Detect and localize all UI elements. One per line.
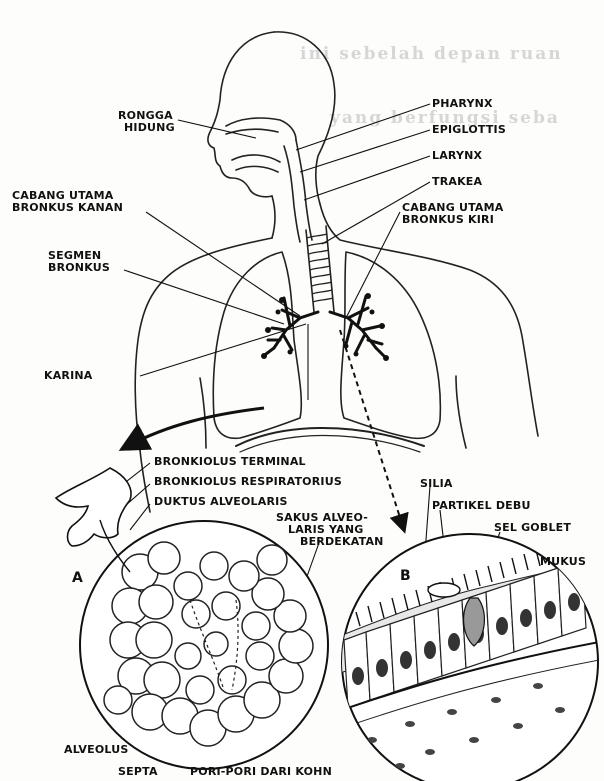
label-bronkiolus-terminal: BRONKIOLUS TERMINAL (154, 456, 306, 468)
label-sel-goblet: SEL GOBLET (494, 522, 571, 534)
head-outline (208, 32, 274, 197)
label-alveolus: ALVEOLUS (64, 744, 128, 756)
label-silia: SILIA (420, 478, 453, 490)
label-karina: KARINA (44, 370, 93, 382)
label-segmen-2: BRONKUS (48, 262, 110, 274)
label-duktus-alveolaris: DUKTUS ALVEOLARIS (154, 496, 288, 508)
label-partikel-debu: PARTIKEL DEBU (432, 500, 531, 512)
label-mukus: MUKUS (540, 556, 586, 568)
label-larynx: LARYNX (432, 150, 482, 162)
neck-left (272, 196, 275, 238)
label-pori-kohn: PORI-PORI DARI KOHN (190, 766, 332, 778)
pharynx-tube (296, 140, 312, 240)
label-rongga-hidung-2: HIDUNG (124, 122, 175, 134)
label-pharynx: PHARYNX (432, 98, 493, 110)
label-septa: SEPTA (118, 766, 158, 778)
dust-particle (428, 583, 460, 597)
trachea-left (306, 230, 314, 312)
right-lung (341, 252, 441, 438)
arm-left (140, 450, 150, 512)
trachea-rings (307, 234, 333, 302)
label-cabang-kanan-2: BRONKUS KANAN (12, 202, 123, 214)
label-sakus-3: BERDEKATAN (300, 536, 384, 548)
arm-right-inner (456, 376, 466, 448)
back-of-head (274, 32, 335, 204)
label-epiglottis: EPIGLOTTIS (432, 124, 506, 136)
label-panel-a: A (72, 572, 83, 584)
terminal-bronchiole (56, 468, 131, 546)
shoulder-right (320, 204, 538, 436)
mouth (232, 155, 280, 162)
arm-left-inner (200, 378, 206, 448)
label-bronkiolus-respiratorius: BRONKIOLUS RESPIRATORIUS (154, 476, 342, 488)
label-cabang-kiri-2: BRONKUS KIRI (402, 214, 494, 226)
bronchial-tree-right (330, 296, 384, 356)
label-panel-b: B (400, 570, 411, 582)
label-trakea: TRAKEA (432, 176, 482, 188)
